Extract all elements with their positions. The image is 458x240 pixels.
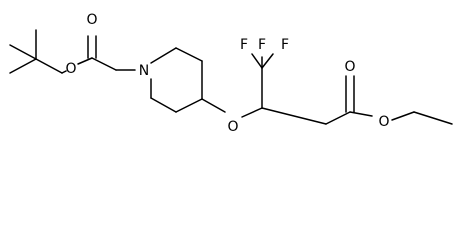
bond [77, 57, 93, 65]
bond [175, 98, 203, 113]
ester-oxygen-label: O [65, 61, 76, 77]
bond [150, 47, 177, 64]
bond [391, 111, 415, 121]
trifluoromethyl-group [251, 53, 274, 109]
bond [251, 53, 263, 69]
bond [175, 47, 203, 62]
chemical-structure: O O N O F F F O O [9, 12, 453, 135]
bond [91, 57, 117, 71]
fluorine-right-label: F [281, 37, 289, 53]
bond [9, 44, 37, 60]
atom-labels: O O N O F F F O O [65, 12, 389, 135]
bond [261, 107, 327, 125]
bond [349, 111, 373, 117]
piperidine-ring [150, 47, 203, 113]
bond [61, 70, 67, 74]
ether-linkage [201, 98, 263, 118]
fluorine-left-label: F [240, 37, 248, 53]
bond [9, 58, 37, 74]
bond [35, 58, 63, 74]
bond [150, 97, 177, 113]
ether-oxygen-label: O [227, 119, 238, 135]
ethyl-ester-chain [261, 75, 453, 125]
tert-butyl-group [9, 29, 63, 74]
fluorine-top-label: F [258, 37, 266, 53]
carbonyl-oxygen-label: O [86, 12, 97, 28]
ester-alkoxy-oxygen-label: O [378, 114, 389, 130]
ester-carbonyl-oxygen-label: O [344, 59, 355, 75]
bond [261, 53, 274, 69]
bond [413, 111, 453, 125]
bond [325, 111, 351, 125]
boc-carbamate [61, 35, 136, 74]
ring-nitrogen-label: N [139, 63, 149, 79]
bond [241, 107, 263, 118]
bond [201, 98, 226, 113]
